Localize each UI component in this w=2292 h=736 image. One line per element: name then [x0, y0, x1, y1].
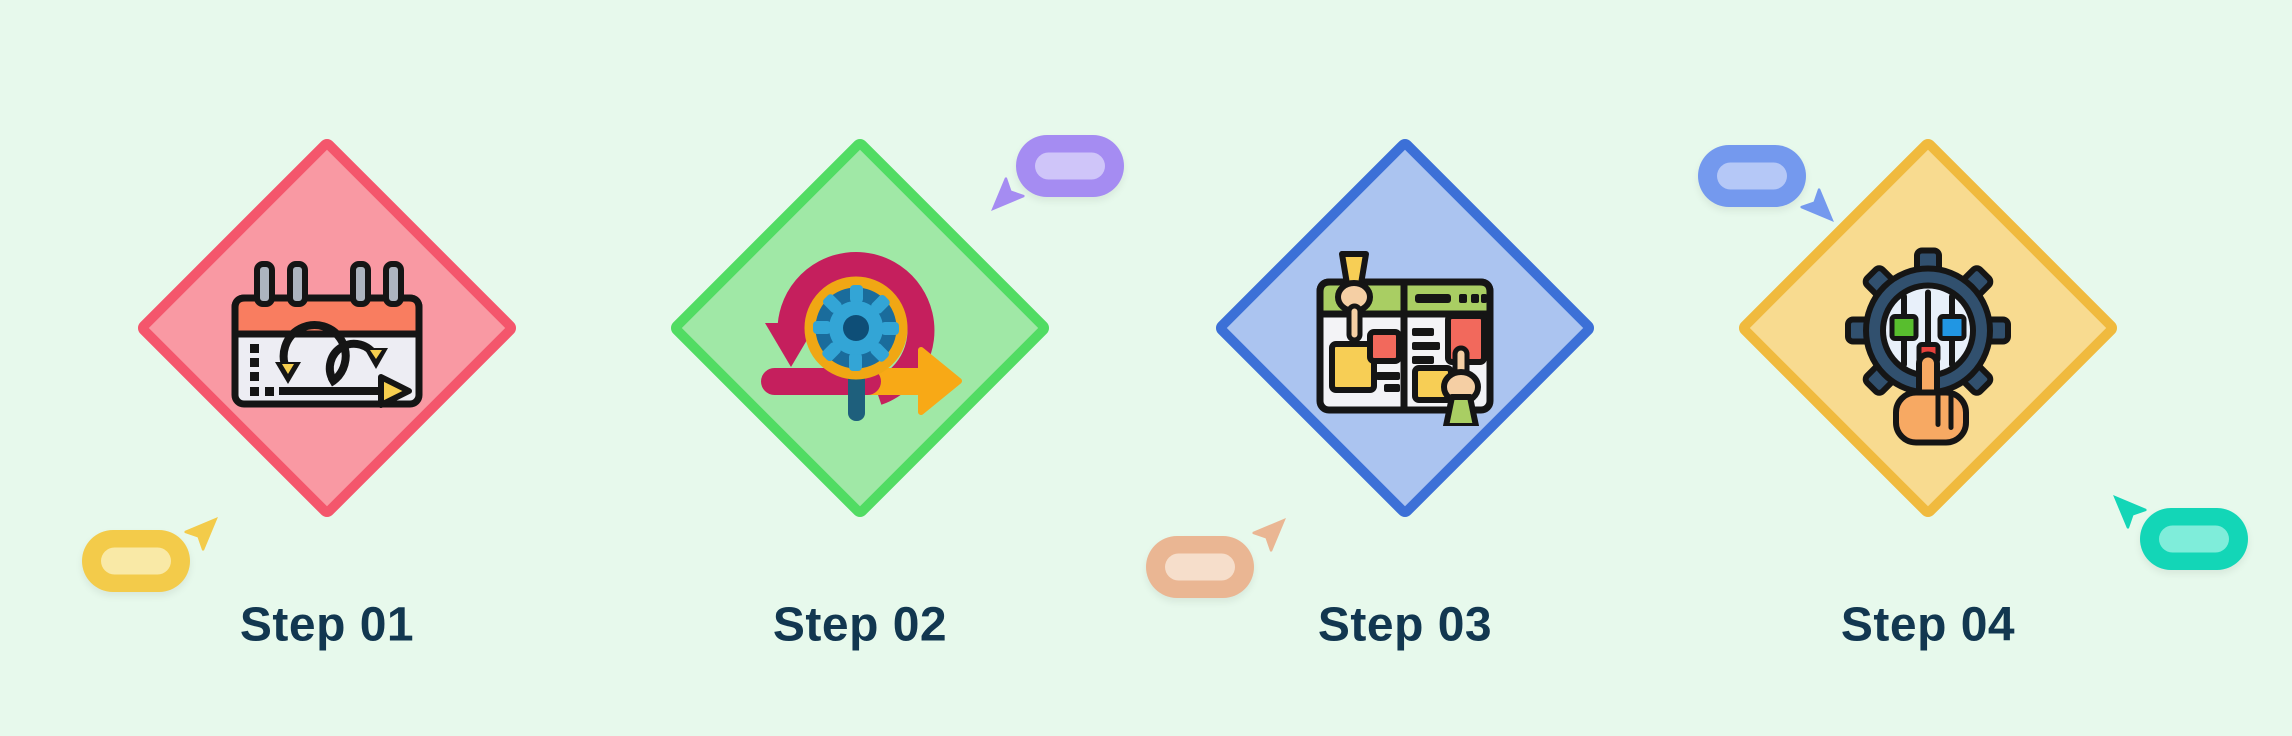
pill-inner-highlight — [1165, 553, 1235, 581]
step-2-label: Step 02 — [772, 598, 948, 652]
step-3-icon — [1312, 250, 1498, 429]
step-3-label: Step 03 — [1317, 598, 1493, 652]
pill-badge — [2140, 508, 2248, 570]
pill-inner-highlight — [1035, 152, 1105, 180]
pill-badge — [82, 530, 190, 592]
cursor-pointer-icon — [1252, 518, 1286, 552]
cursor-pointer-icon — [2113, 495, 2147, 529]
sprint-calendar-icon — [231, 261, 423, 408]
cursor-pointer-icon — [184, 517, 218, 551]
step-1-diamond — [134, 135, 520, 521]
pill-badge — [1698, 145, 1806, 207]
pill-inner-highlight — [1717, 162, 1787, 190]
kanban-board-icon — [1316, 251, 1494, 429]
gear-sliders-hand-icon — [1845, 247, 2011, 446]
pill-inner-highlight — [101, 547, 171, 575]
kanban-board-icon — [1312, 250, 1498, 426]
step-3-icon-holder — [1312, 250, 1498, 426]
pill-badge — [1146, 536, 1254, 598]
cursor-pointer-icon — [1800, 188, 1834, 222]
step-3-diamond — [1212, 135, 1598, 521]
agile-sprint-loop-icon — [761, 252, 962, 421]
step-1-icon-holder — [229, 258, 425, 410]
step-1-label: Step 01 — [239, 598, 415, 652]
step-4-label: Step 04 — [1840, 598, 2016, 652]
pill-inner-highlight — [2159, 525, 2229, 553]
step-2-icon-holder — [755, 239, 965, 429]
pill-badge — [1016, 135, 1124, 197]
step-4-icon-holder — [1838, 243, 2018, 448]
cursor-pointer-icon — [991, 177, 1025, 211]
